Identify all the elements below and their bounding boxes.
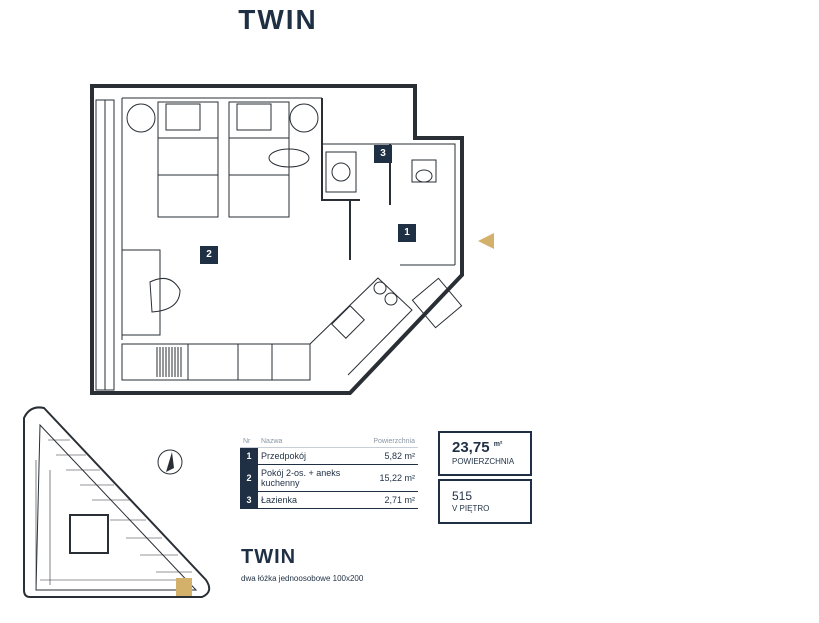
unit-number: 515 xyxy=(452,489,473,503)
total-area-value: 23,75 xyxy=(452,439,490,456)
apartment-description: dwa łóżka jednoosobowe 100x200 xyxy=(241,574,364,583)
table-row: 2 Pokój 2-os. + aneks kuchenny 15,22 m² xyxy=(240,464,418,492)
header-nr: Nr xyxy=(240,436,258,448)
entrance-arrow-icon xyxy=(478,233,494,249)
row-nr: 2 xyxy=(240,464,258,492)
row-area: 5,82 m² xyxy=(370,447,418,465)
room-marker-1: 1 xyxy=(398,224,416,242)
table-row: 3 Łazienka 2,71 m² xyxy=(240,491,418,509)
total-area-unit: m² xyxy=(493,441,503,448)
row-name: Pokój 2-os. + aneks kuchenny xyxy=(258,464,371,492)
rooms-table: Nr Nazwa Powierzchnia 1 Przedpokój 5,82 … xyxy=(240,436,418,509)
table-row: 1 Przedpokój 5,82 m² xyxy=(240,447,418,465)
apartment-type-title: TWIN xyxy=(241,546,297,568)
unit-floor-box: 515 V PIĘTRO xyxy=(438,479,532,524)
row-name: Łazienka xyxy=(258,491,371,509)
header-area: Powierzchnia xyxy=(370,436,418,448)
page-title: TWIN xyxy=(238,4,318,35)
room-marker-2: 2 xyxy=(200,246,218,264)
row-nr: 1 xyxy=(240,447,258,465)
row-name: Przedpokój xyxy=(258,447,371,465)
total-area: 23,75 m² xyxy=(452,439,530,456)
floor-label: V PIĘTRO xyxy=(452,504,490,513)
room-marker-3: 3 xyxy=(374,145,392,163)
total-area-label: POWIERZCHNIA xyxy=(452,457,515,466)
header-name: Nazwa xyxy=(258,436,371,448)
total-area-box: 23,75 m² POWIERZCHNIA xyxy=(438,431,532,476)
row-area: 15,22 m² xyxy=(370,464,418,492)
row-area: 2,71 m² xyxy=(370,491,418,509)
row-nr: 3 xyxy=(240,491,258,509)
compass-icon xyxy=(157,449,183,475)
